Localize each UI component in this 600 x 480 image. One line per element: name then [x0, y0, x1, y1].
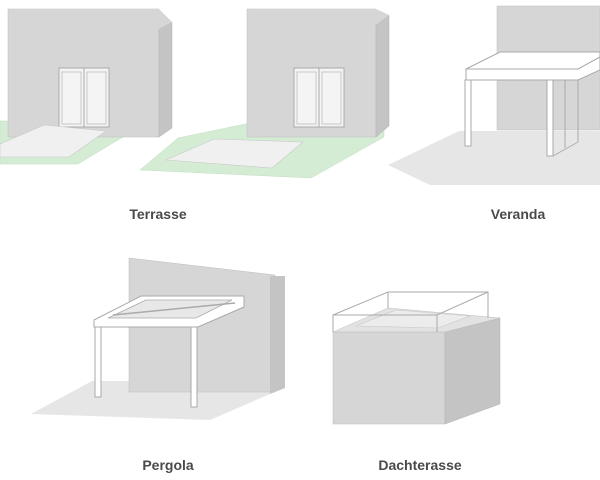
building-front — [332, 331, 446, 425]
patio-door — [58, 67, 110, 128]
veranda-post — [546, 79, 554, 157]
terrace-paving — [0, 124, 107, 158]
terrasse-illustration-large — [139, 8, 390, 179]
veranda-illustration — [388, 5, 600, 185]
house-wall-top — [8, 9, 172, 29]
house-wall-side — [270, 276, 285, 394]
caption-terrasse: Terrasse — [129, 206, 187, 222]
building-side — [444, 317, 501, 425]
caption-veranda: Veranda — [490, 206, 546, 222]
ground-area — [388, 131, 600, 185]
house-wall-side — [375, 14, 390, 138]
veranda-roof — [465, 51, 600, 81]
caption-pergola: Pergola — [142, 457, 194, 473]
patio-door — [293, 67, 345, 128]
pergola-illustration — [31, 257, 285, 420]
house-wall-top — [247, 9, 389, 25]
pergola-post — [94, 326, 102, 398]
terrasse-illustration-small — [0, 8, 173, 165]
pergola-post — [190, 326, 198, 408]
terrace-paving — [165, 138, 304, 169]
veranda-post — [464, 79, 472, 147]
house-wall-side — [158, 21, 173, 138]
caption-dachterasse: Dachterasse — [378, 457, 462, 473]
dachterasse-illustration — [332, 291, 501, 425]
roof-railing — [332, 291, 489, 332]
